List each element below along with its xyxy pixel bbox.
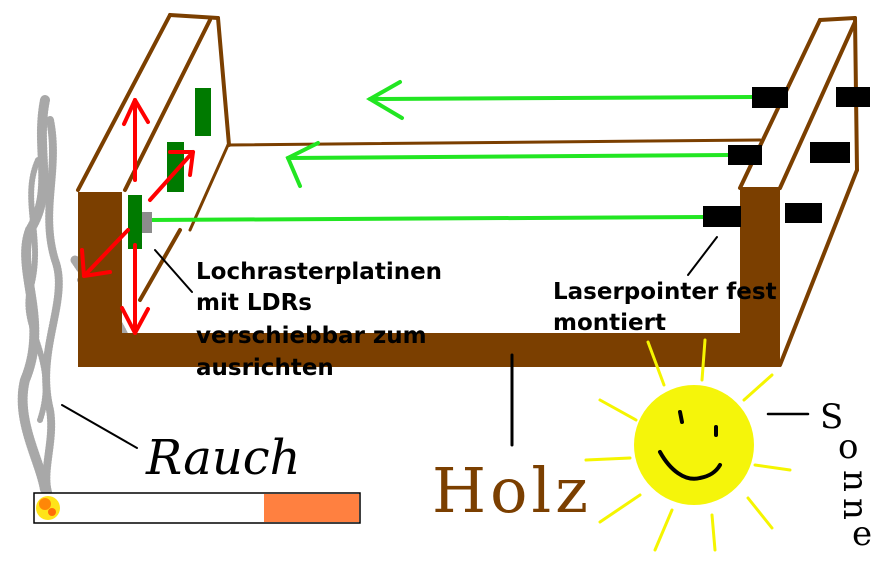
laser-pointer (785, 203, 822, 223)
wood-base (78, 187, 780, 367)
label-wood: Holz (432, 454, 592, 527)
ldr-board (128, 195, 142, 249)
laser-pointer (752, 87, 788, 108)
svg-text:n: n (835, 470, 875, 492)
sun (584, 338, 792, 552)
laser-pointers (703, 87, 870, 227)
sun-face (658, 410, 722, 481)
pointer-laser (687, 236, 718, 276)
ldr-boards (128, 88, 211, 249)
laser-beam-middle (286, 153, 732, 160)
ldr-board (195, 88, 211, 136)
ldr-sensor (142, 212, 152, 233)
laser-beams (148, 80, 754, 222)
label-sun: S o n n e (820, 397, 875, 554)
cigarette-ember (36, 496, 60, 520)
laser-beam-top-arrowhead (366, 80, 404, 120)
cigarette-filter (264, 494, 359, 522)
svg-text:e: e (852, 514, 872, 554)
laser-beam-top (368, 95, 754, 101)
laser-beam-middle-arrowhead (285, 141, 320, 188)
pointer-lines (61, 236, 810, 449)
laser-beam-bottom (148, 215, 707, 222)
left-board (76, 13, 231, 302)
adjust-arrows (80, 98, 195, 335)
cigarette (33, 492, 361, 524)
laser-pointer (703, 206, 741, 227)
label-laser: Laserpointer fest montiert (553, 279, 785, 336)
pointer-smoke (61, 404, 138, 449)
sun-body (634, 385, 754, 505)
pointer-ldr (154, 249, 193, 293)
svg-text:S: S (820, 397, 843, 437)
laser-pointer (836, 87, 870, 107)
laser-pointer (810, 142, 850, 163)
sun-rays (584, 338, 792, 552)
label-ldr-boards: Lochrasterplatinen mit LDRs verschiebbar… (196, 259, 450, 381)
ldr-board (167, 142, 184, 192)
label-smoke: Rauch (145, 430, 301, 486)
svg-text:n: n (835, 498, 875, 520)
svg-text:o: o (838, 427, 858, 467)
laser-pointer (728, 145, 762, 165)
